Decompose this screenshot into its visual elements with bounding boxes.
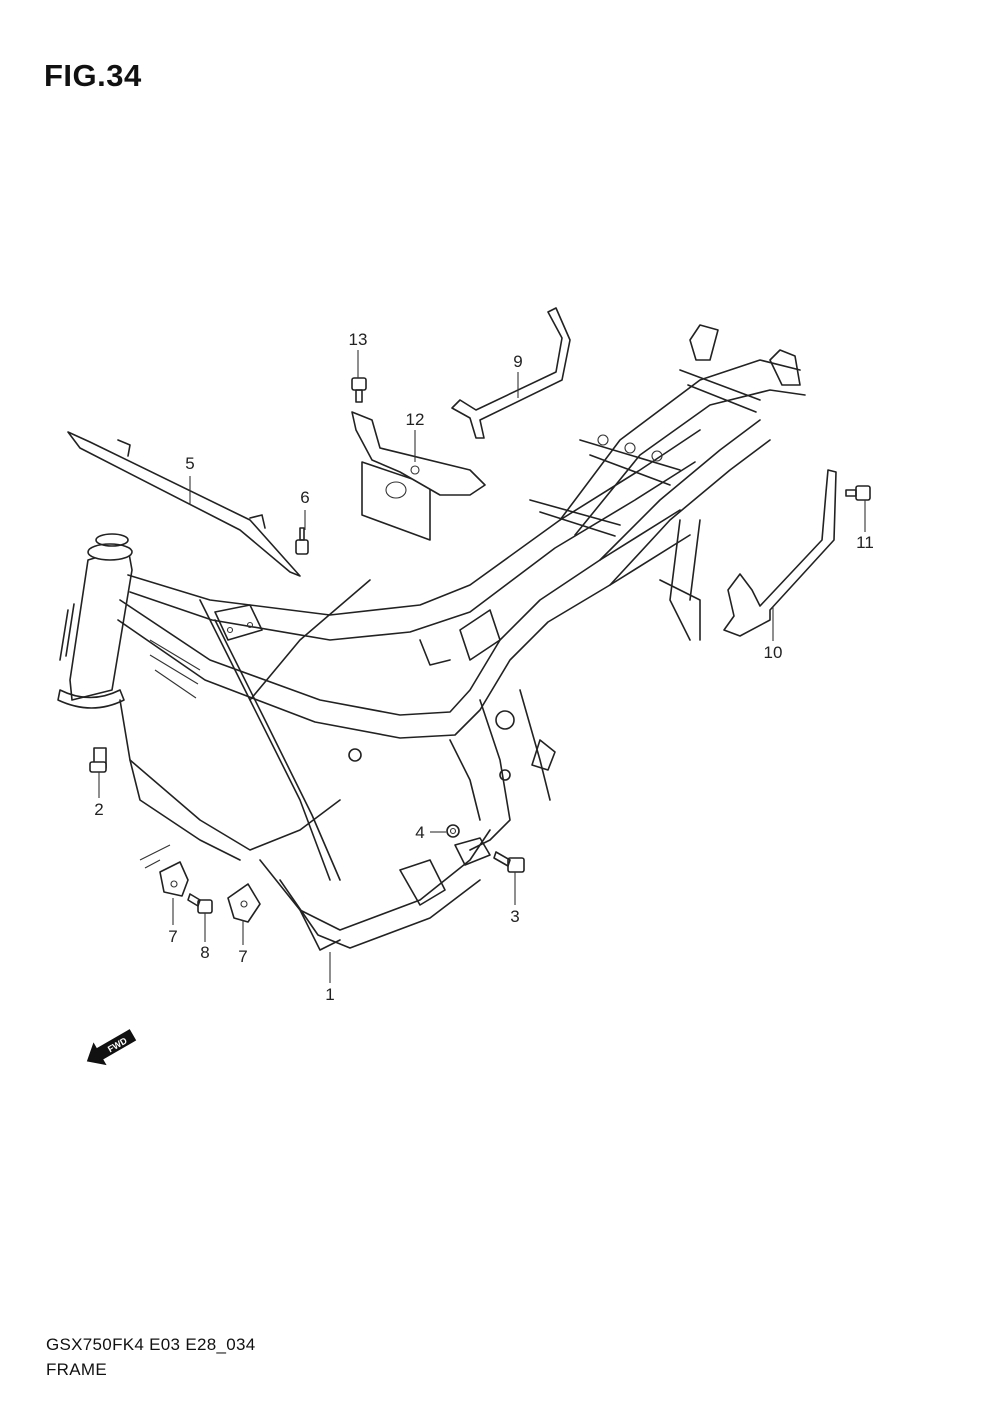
part-10-stay	[723, 469, 837, 637]
leader-lines	[98, 350, 866, 983]
part-6-bolt	[295, 527, 309, 555]
part-2-bolt	[89, 747, 107, 773]
fwd-arrow-icon: FWD	[86, 1029, 137, 1066]
part-3-bolt	[493, 851, 525, 873]
callout-7-left: 7	[168, 927, 177, 946]
callout-6: 6	[300, 488, 309, 507]
part-11-bolt	[845, 485, 871, 501]
callout-1: 1	[325, 985, 334, 1004]
part-7-plate-right	[227, 883, 261, 923]
section-name: FRAME	[46, 1360, 107, 1379]
callouts: 1 2 3 4 5 6 7 7 8 9 10 11 12 13	[94, 330, 874, 1004]
callout-13: 13	[349, 330, 368, 349]
callout-10: 10	[764, 643, 783, 662]
callout-7-right: 7	[238, 947, 247, 966]
model-code: GSX750FK4 E03 E28_034	[46, 1335, 256, 1354]
part-7-plate-left	[159, 861, 189, 897]
callout-2: 2	[94, 800, 103, 819]
part-8-bolt	[187, 893, 213, 914]
figure-title: FIG.34	[44, 58, 142, 93]
callout-11: 11	[856, 533, 874, 552]
part-5-stay	[67, 431, 301, 577]
callout-9: 9	[513, 352, 522, 371]
part-13-screw	[351, 377, 367, 403]
callout-4: 4	[415, 823, 424, 842]
callout-8: 8	[200, 943, 209, 962]
callout-12: 12	[406, 410, 425, 429]
callout-3: 3	[510, 907, 519, 926]
part-9-stay	[451, 307, 571, 439]
part-12-bracket	[351, 411, 486, 541]
part-4-nut	[446, 824, 460, 838]
callout-5: 5	[185, 454, 194, 473]
main-frame	[57, 324, 806, 951]
